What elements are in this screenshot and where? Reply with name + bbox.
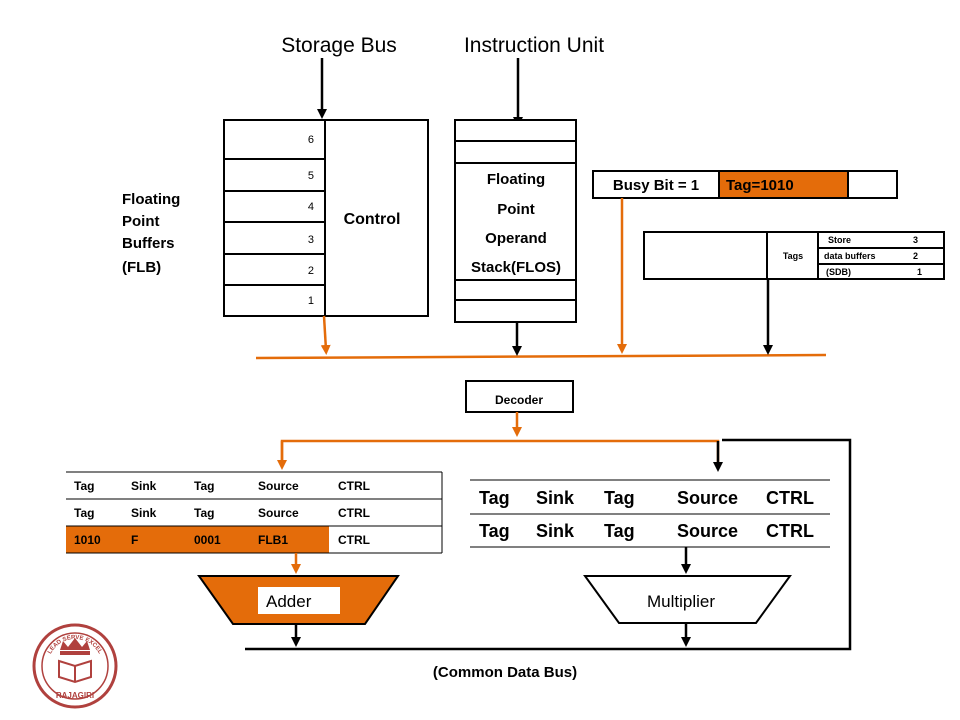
adder-label: Adder (266, 592, 312, 611)
adder-row-1-col-1: Tag (74, 479, 94, 493)
flb-cell-3: 3 (308, 234, 314, 246)
sdb-row-2-value: 2 (913, 251, 918, 261)
cdb-label: (Common Data Bus) (433, 664, 577, 681)
flos-label-line-2: Point (497, 201, 535, 218)
sdb-row-1-name: Store (828, 235, 851, 245)
adder-row-2-col-2: Sink (131, 506, 157, 520)
mult-row-2-col-2: Sink (536, 521, 575, 541)
flb-cell-2: 2 (308, 265, 314, 277)
decoder-distribution-line (280, 439, 720, 468)
logo-name: RAJAGIRI (56, 691, 94, 700)
flos-label-line-3: Operand (485, 230, 547, 247)
adder-row-3-col-4: FLB1 (258, 533, 288, 547)
mult-row-1-col-5: CTRL (766, 488, 814, 508)
busy-bit-label: Busy Bit = 1 (613, 177, 699, 194)
flb-cell-5: 5 (308, 170, 314, 182)
decoder-block: Decoder (465, 380, 574, 413)
adder-unit: Adder (197, 575, 400, 625)
svg-text:Decoder: Decoder (495, 393, 543, 407)
flb-to-bus-arrow (320, 315, 331, 355)
adder-row-1-col-3: Tag (194, 479, 214, 493)
control-label: Control (344, 211, 401, 228)
flb-block: 6 5 4 3 2 1 Control (223, 119, 429, 317)
adder-row-2-col-3: Tag (194, 506, 214, 520)
busy-bit-register: Busy Bit = 1 Tag=1010 (592, 170, 898, 199)
sdb-row-3-value: 1 (917, 267, 922, 277)
sdb-row-1-value: 3 (913, 235, 918, 245)
rajagiri-logo: LEAD SERVE EXCEL RAJAGIRI (32, 623, 118, 709)
svg-text:Buffers: Buffers (122, 235, 175, 252)
adder-row-3-col-5: CTRL (338, 533, 370, 547)
mult-row-2-col-5: CTRL (766, 521, 814, 541)
adder-row-2-col-5: CTRL (338, 506, 370, 520)
mult-row-1-col-1: Tag (479, 488, 510, 508)
svg-text:Floating: Floating (122, 191, 180, 208)
mult-row-2-col-4: Source (677, 521, 738, 541)
mult-row-1-col-3: Tag (604, 488, 635, 508)
store-data-buffers: Tags Store 3 data buffers 2 (SDB) 1 (643, 231, 945, 280)
svg-text:(FLB): (FLB) (122, 259, 161, 276)
common-data-bus-line (245, 438, 852, 651)
instruction-unit-title: Instruction Unit (464, 34, 604, 57)
adder-reservation-station: Tag Sink Tag Source CTRL Tag Sink Tag So… (66, 471, 443, 554)
mult-row-2-col-3: Tag (604, 521, 635, 541)
book-icon (58, 659, 92, 684)
adder-row-3-col-3: 0001 (194, 533, 221, 547)
adder-row-2-col-1: Tag (74, 506, 94, 520)
mult-row-1-col-2: Sink (536, 488, 575, 508)
adder-row-1-col-2: Sink (131, 479, 157, 493)
crown-icon (60, 638, 90, 655)
sdb-row-3-name: (SDB) (826, 267, 851, 277)
sdb-row-2-name: data buffers (824, 251, 876, 261)
adder-row-3-col-2: F (131, 533, 138, 547)
mult-row-2-col-1: Tag (479, 521, 510, 541)
flb-label: Floating Point Buffers (FLB) (122, 191, 180, 276)
adder-row-1-col-5: CTRL (338, 479, 370, 493)
storage-bus-title: Storage Bus (281, 34, 397, 57)
flos-label-line-4: Stack(FLOS) (471, 259, 561, 276)
svg-text:Point: Point (122, 213, 160, 230)
flb-cell-1: 1 (308, 295, 314, 307)
adder-row-1-col-4: Source (258, 479, 299, 493)
adder-row-2-col-4: Source (258, 506, 299, 520)
operand-bus (255, 353, 827, 360)
multiplier-unit: Multiplier (583, 575, 792, 624)
flb-cell-4: 4 (308, 201, 314, 213)
tag-1010-label: Tag=1010 (726, 177, 794, 194)
tags-label: Tags (783, 251, 803, 261)
flb-cell-6: 6 (308, 134, 314, 146)
adder-row-3-col-1: 1010 (74, 533, 101, 547)
flos-label-line-1: Floating (487, 171, 545, 188)
multiplier-label: Multiplier (647, 592, 715, 611)
flos-block: Floating Point Operand Stack(FLOS) (454, 119, 577, 323)
mult-row-1-col-4: Source (677, 488, 738, 508)
multiplier-reservation-station: Tag Sink Tag Source CTRL Tag Sink Tag So… (470, 479, 830, 548)
